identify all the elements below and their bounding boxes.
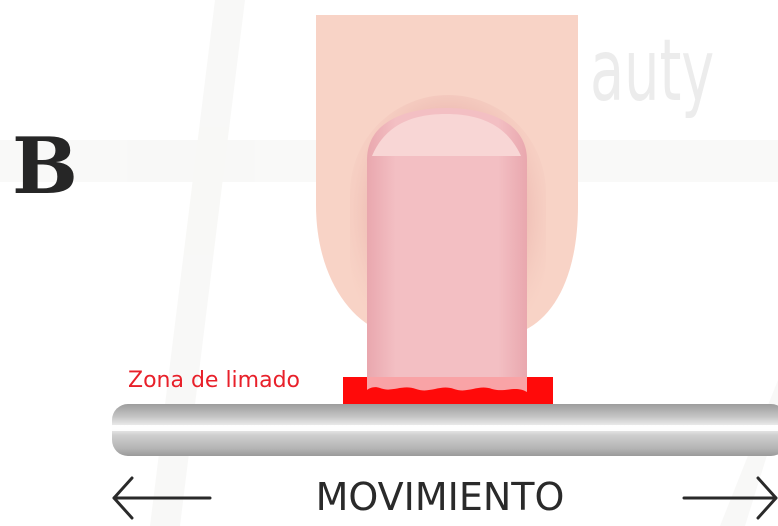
filing-zone-nail-overlay <box>367 377 527 392</box>
filing-zone-label: Zona de limado <box>128 368 301 393</box>
nail-file-highlight <box>112 425 778 431</box>
nail-tip <box>372 114 521 156</box>
panel-letter: B <box>12 121 78 212</box>
arrow-left-icon <box>112 476 212 520</box>
watermark-text: auty <box>590 21 715 121</box>
movement-label: MOVIMIENTO <box>315 475 565 519</box>
nail-plate <box>367 108 527 392</box>
arrow-right-icon <box>682 476 778 520</box>
